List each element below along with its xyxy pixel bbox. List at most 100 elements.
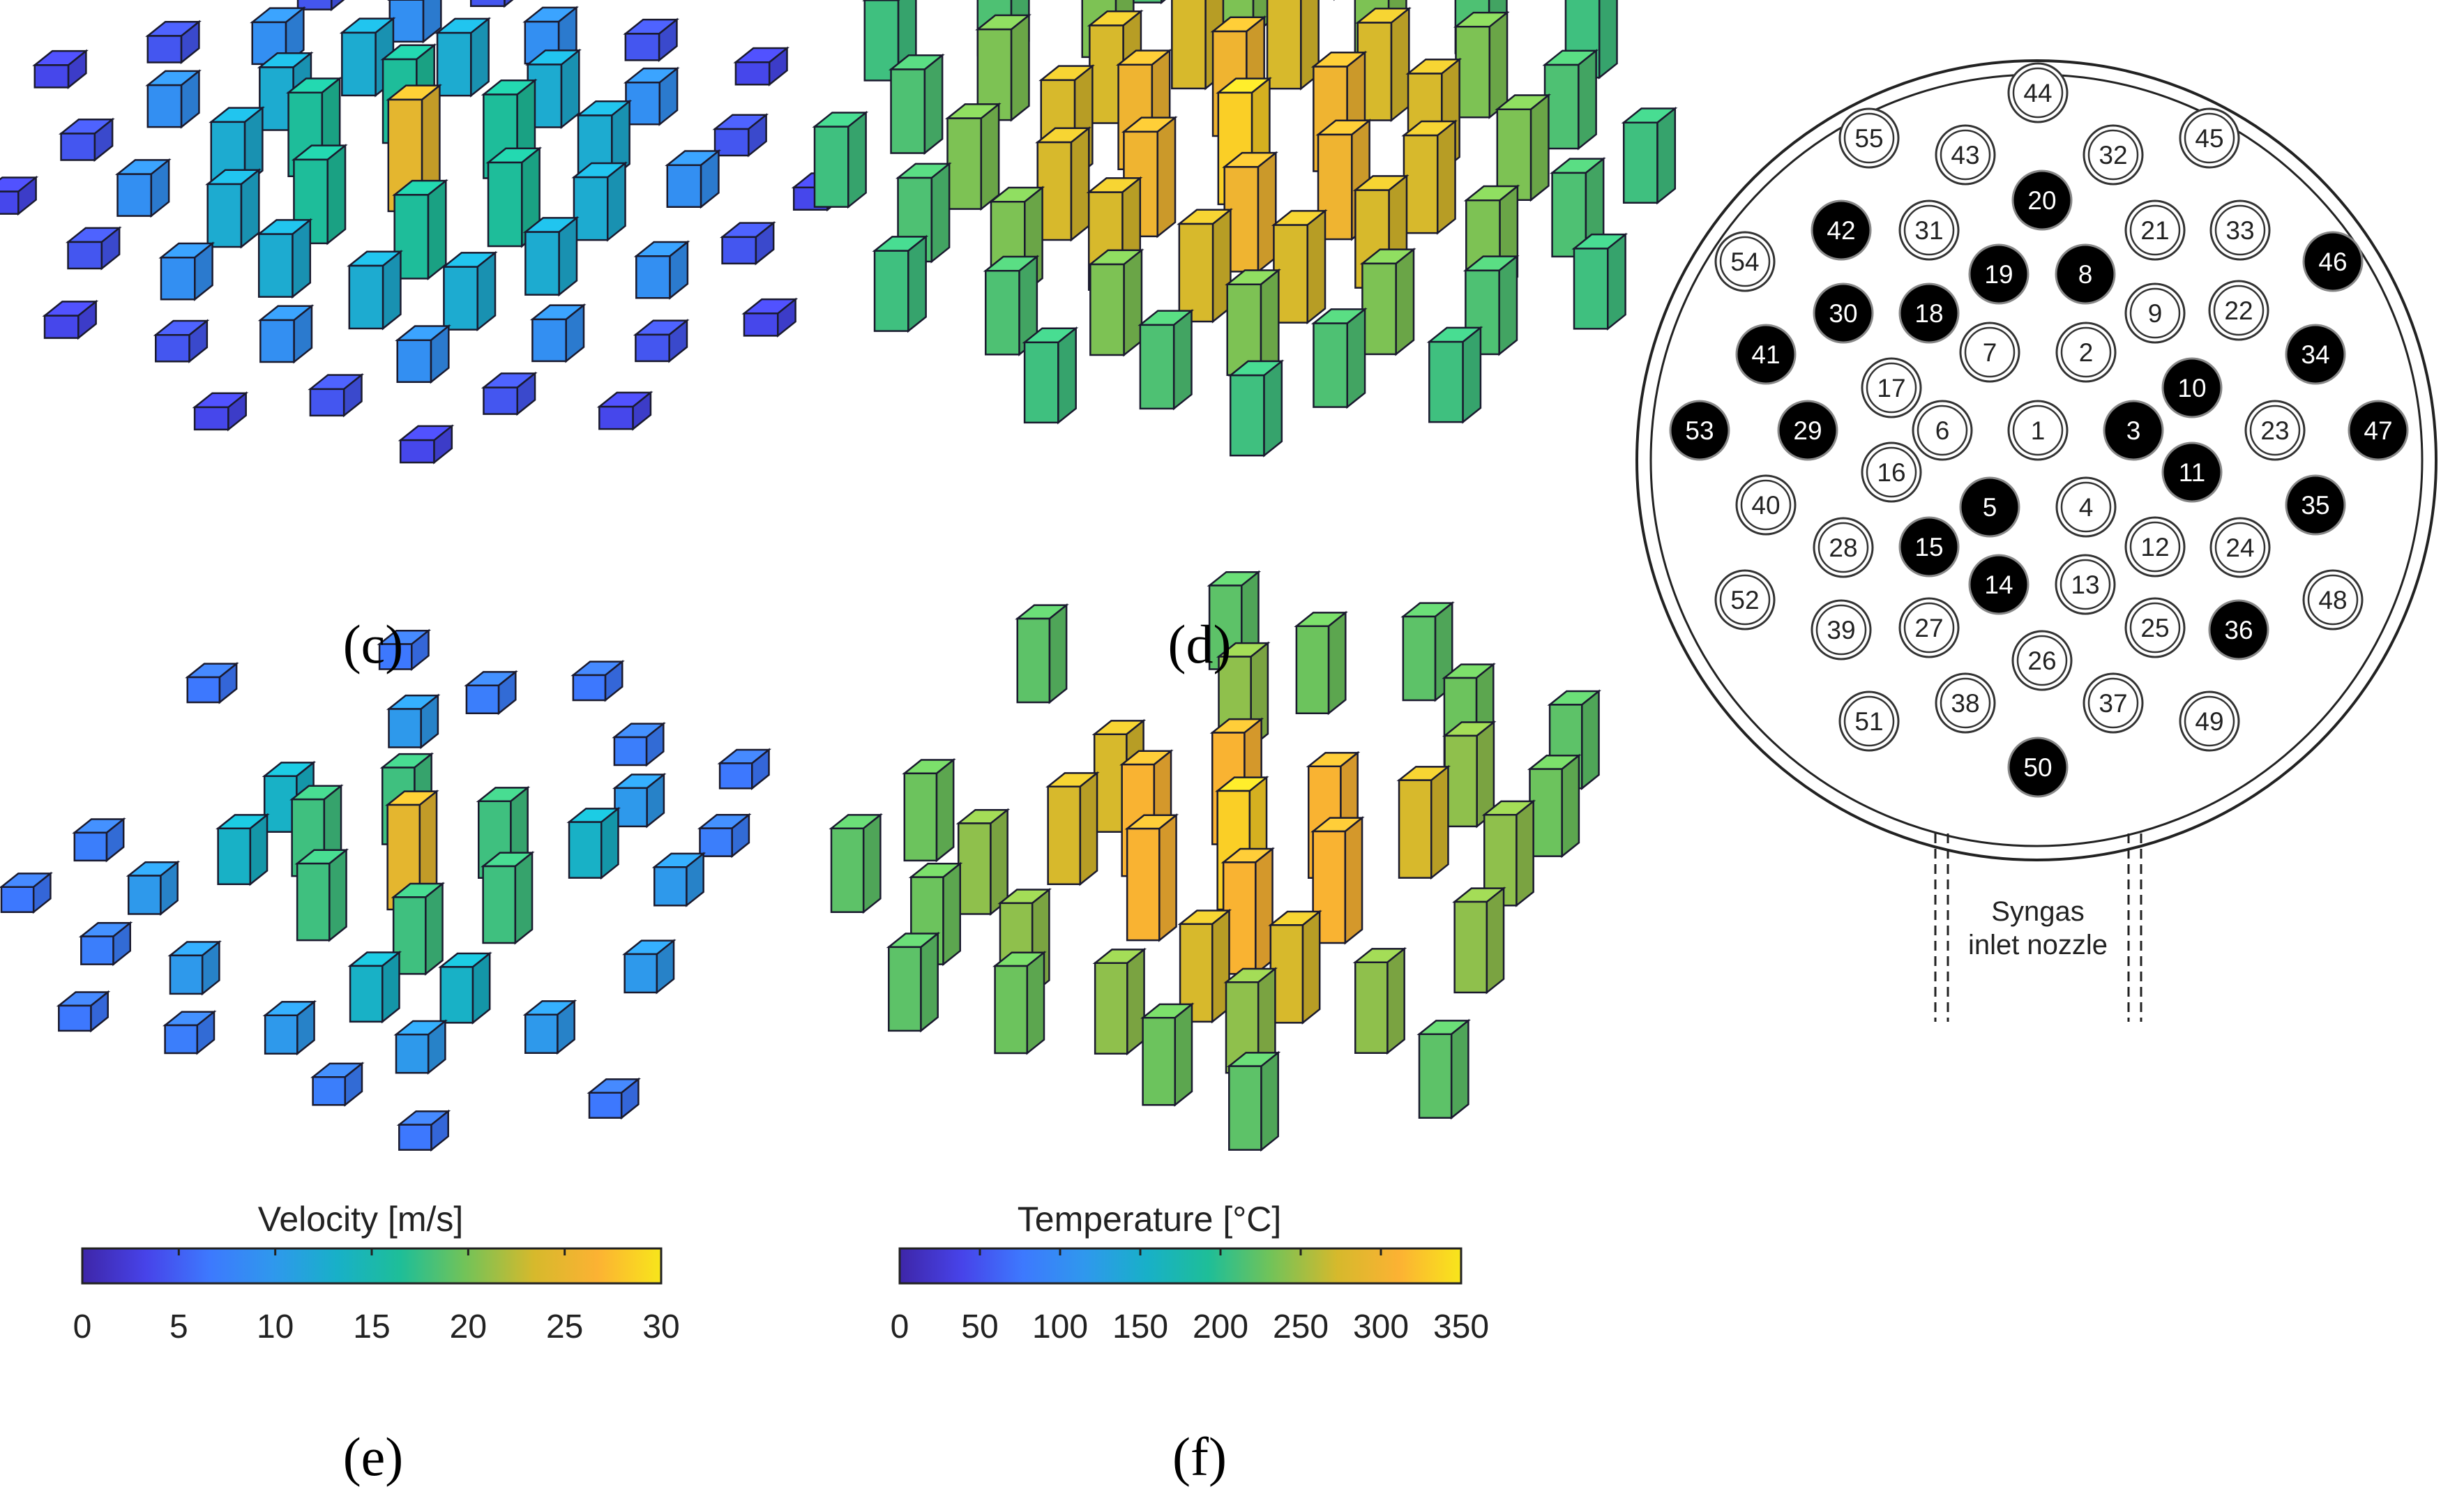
bar-tube-43 xyxy=(1294,610,1348,716)
colorbar-tick-label: 100 xyxy=(1032,1308,1088,1345)
tube-47: 47 xyxy=(2348,400,2409,461)
velocity-bar-plot-e xyxy=(0,628,772,1152)
bar-tube-12 xyxy=(438,951,492,1025)
bar-tube-40 xyxy=(59,117,115,163)
colorbar-tick-label: 50 xyxy=(961,1308,998,1345)
svg-text:49: 49 xyxy=(2195,707,2223,736)
svg-text:44: 44 xyxy=(2023,79,2052,107)
bar-tube-28 xyxy=(955,808,1011,916)
bar-tube-14 xyxy=(256,218,313,299)
tube-5: 5 xyxy=(1959,476,2020,538)
tube-55: 55 xyxy=(1838,107,1900,169)
bar-tube-17 xyxy=(1091,718,1147,834)
svg-text:18: 18 xyxy=(1914,299,1943,328)
svg-text:6: 6 xyxy=(1935,416,1950,445)
bar-tube-36 xyxy=(481,371,538,416)
tube-20: 20 xyxy=(2011,169,2073,231)
velocity-bar-plot-c xyxy=(0,0,848,465)
svg-text:24: 24 xyxy=(2225,534,2254,562)
tube-29: 29 xyxy=(1777,400,1838,461)
bar-tube-46 xyxy=(1621,106,1678,205)
tube-46: 46 xyxy=(2302,231,2364,292)
bar-tube-48 xyxy=(587,1077,641,1120)
bar-tube-23 xyxy=(633,240,690,300)
tube-18: 18 xyxy=(1898,282,1960,344)
tube-41: 41 xyxy=(1735,324,1797,385)
tube-49: 49 xyxy=(2179,690,2240,752)
bar-tube-10 xyxy=(571,161,628,242)
bar-tube-27 xyxy=(158,241,216,301)
bar-tube-37 xyxy=(308,372,365,418)
bar-tube-24 xyxy=(522,999,577,1055)
bar-tube-23 xyxy=(1452,886,1506,995)
svg-text:35: 35 xyxy=(2301,491,2329,520)
bar-tube-33 xyxy=(697,813,752,859)
colorbar-tick-label: 15 xyxy=(353,1308,390,1345)
colorbar-tick-label: 25 xyxy=(546,1308,583,1345)
colorbar-tick-label: 300 xyxy=(1353,1308,1409,1345)
bar-tube-13 xyxy=(347,950,402,1024)
tube-21: 21 xyxy=(2124,199,2186,261)
svg-text:34: 34 xyxy=(2301,340,2329,369)
bar-tube-12 xyxy=(1268,909,1322,1025)
bar-tube-21 xyxy=(1453,10,1510,119)
tube-10: 10 xyxy=(2161,357,2223,418)
bar-tube-33 xyxy=(712,113,769,158)
svg-text:39: 39 xyxy=(1827,616,1855,644)
bar-tube-38 xyxy=(153,319,210,363)
colorbar-tick-label: 200 xyxy=(1193,1308,1248,1345)
tube-51: 51 xyxy=(1838,690,1900,752)
bar-tube-29 xyxy=(975,13,1031,122)
colorbar-tick-label: 30 xyxy=(642,1308,679,1345)
tube-44: 44 xyxy=(2007,62,2069,123)
bar-tube-28 xyxy=(126,860,181,916)
bar-tube-47 xyxy=(741,297,799,338)
bar-tube-41 xyxy=(145,20,202,65)
bar-tube-43 xyxy=(464,670,518,716)
bar-tube-51 xyxy=(886,931,941,1033)
tube-6: 6 xyxy=(1912,400,1973,461)
svg-text:5: 5 xyxy=(1983,493,1997,522)
tube-19: 19 xyxy=(1968,243,2030,305)
bar-tube-26 xyxy=(1087,248,1144,357)
svg-text:7: 7 xyxy=(1983,338,1997,367)
bar-tube-49 xyxy=(398,424,455,465)
colorbar-tick-label: 150 xyxy=(1112,1308,1168,1345)
bar-tube-53 xyxy=(32,49,89,89)
bar-tube-34 xyxy=(720,220,776,266)
tube-2: 2 xyxy=(2055,322,2117,383)
bar-tube-48 xyxy=(1416,1018,1471,1120)
panel-label-d: (d) xyxy=(1168,614,1232,674)
tube-42: 42 xyxy=(1811,199,1872,261)
bar-tube-31 xyxy=(386,693,441,750)
bar-tube-42 xyxy=(296,0,345,12)
bar-tube-12 xyxy=(1271,209,1328,325)
bar-tube-39 xyxy=(78,921,133,967)
bar-tube-49 xyxy=(396,1109,451,1152)
bar-tube-47 xyxy=(1571,232,1628,331)
bar-tube-13 xyxy=(1177,208,1233,324)
colorbar-tick-label: 10 xyxy=(257,1308,294,1345)
bar-tube-28 xyxy=(114,158,172,218)
svg-text:36: 36 xyxy=(2224,616,2253,644)
bar-tube-35 xyxy=(633,319,690,363)
colorbar-tick-label: 0 xyxy=(73,1308,92,1345)
tube-23: 23 xyxy=(2244,400,2306,461)
bar-tube-45 xyxy=(717,748,772,790)
bar-tube-3 xyxy=(481,851,535,945)
colorbar-tick-label: 5 xyxy=(169,1308,188,1345)
bar-tube-22 xyxy=(651,852,706,907)
svg-text:13: 13 xyxy=(2071,571,2099,599)
tube-45: 45 xyxy=(2179,107,2240,169)
tube-54: 54 xyxy=(1714,231,1776,292)
svg-text:20: 20 xyxy=(2027,186,2056,215)
bar-tube-23 xyxy=(622,939,677,995)
tube-24: 24 xyxy=(2209,517,2271,578)
bar-tube-44 xyxy=(570,659,625,702)
bar-tube-52 xyxy=(0,175,39,216)
colorbar-title-temperature: Temperature [°C] xyxy=(1018,1200,1281,1239)
bar-tube-4 xyxy=(1222,151,1278,274)
tube-50: 50 xyxy=(2007,737,2069,798)
bar-tube-16 xyxy=(209,106,265,187)
bar-tube-13 xyxy=(1177,908,1232,1024)
